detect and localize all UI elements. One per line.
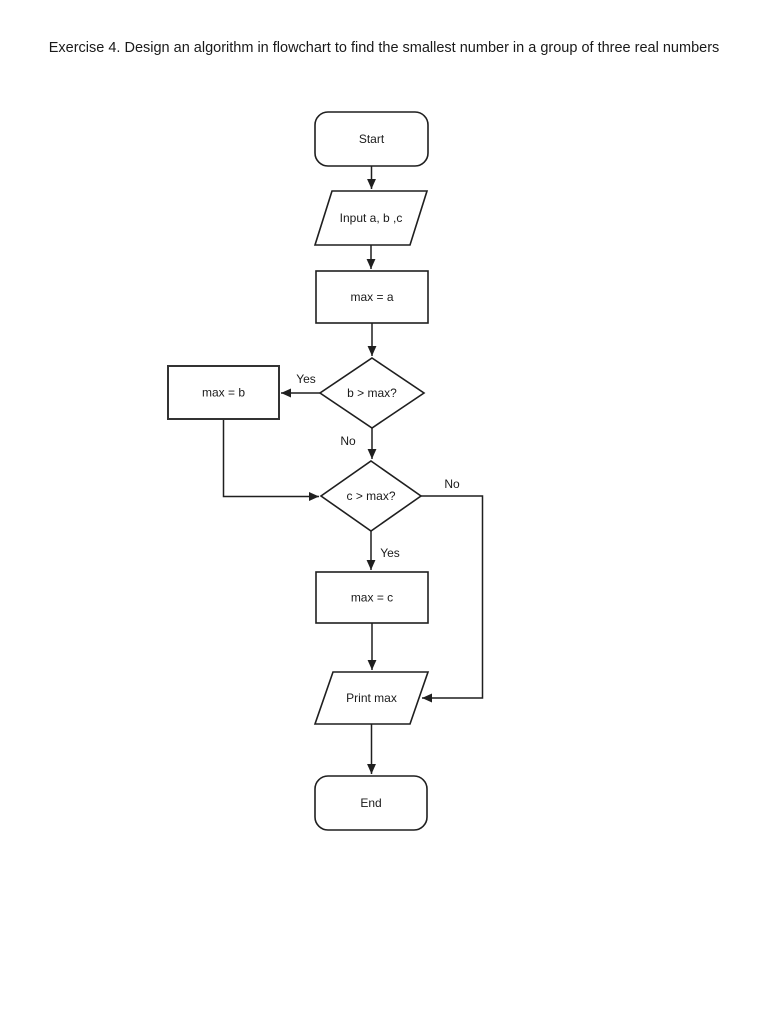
print-parallelogram-shape [313,671,430,725]
node-decision-b: b > max? [318,357,426,429]
flowchart-edge-labels: Yes No No Yes [296,372,460,560]
node-print-max: Print max [313,671,430,725]
edge-label-b-yes: Yes [296,372,316,386]
start-label: Start [359,132,385,146]
decision-c-diamond-shape [319,460,423,532]
max-b-process-shape [167,365,280,420]
max-a-label: max = a [350,290,393,304]
node-max-b: max = b [167,365,280,420]
max-a-process-shape [315,270,429,324]
end-label: End [360,796,381,810]
decision-b-diamond-shape [318,357,426,429]
start-terminator-shape [314,111,429,167]
exercise-title: Exercise 4. Design an algorithm in flowc… [48,40,720,56]
max-c-label: max = c [351,591,393,605]
node-start: Start [314,111,429,167]
node-max-a: max = a [315,270,429,324]
input-parallelogram-shape [313,190,429,246]
edge-decision-c-no-to-print [421,495,484,703]
edge-label-b-no: No [340,434,356,448]
max-b-label: max = b [202,386,245,400]
end-terminator-shape [314,775,428,831]
input-label: Input a, b ,c [340,211,403,225]
max-c-process-shape [315,571,429,624]
node-input: Input a, b ,c [313,190,429,246]
decision-c-label: c > max? [346,489,395,503]
node-decision-c: c > max? [319,460,423,532]
node-end: End [314,775,428,831]
edge-label-c-yes: Yes [380,546,400,560]
node-max-c: max = c [315,571,429,624]
edge-max-b-to-decision-c [222,419,319,501]
flowchart-connectors [222,166,484,774]
edge-label-c-no: No [444,477,460,491]
decision-b-label: b > max? [347,386,397,400]
print-max-label: Print max [346,691,397,705]
